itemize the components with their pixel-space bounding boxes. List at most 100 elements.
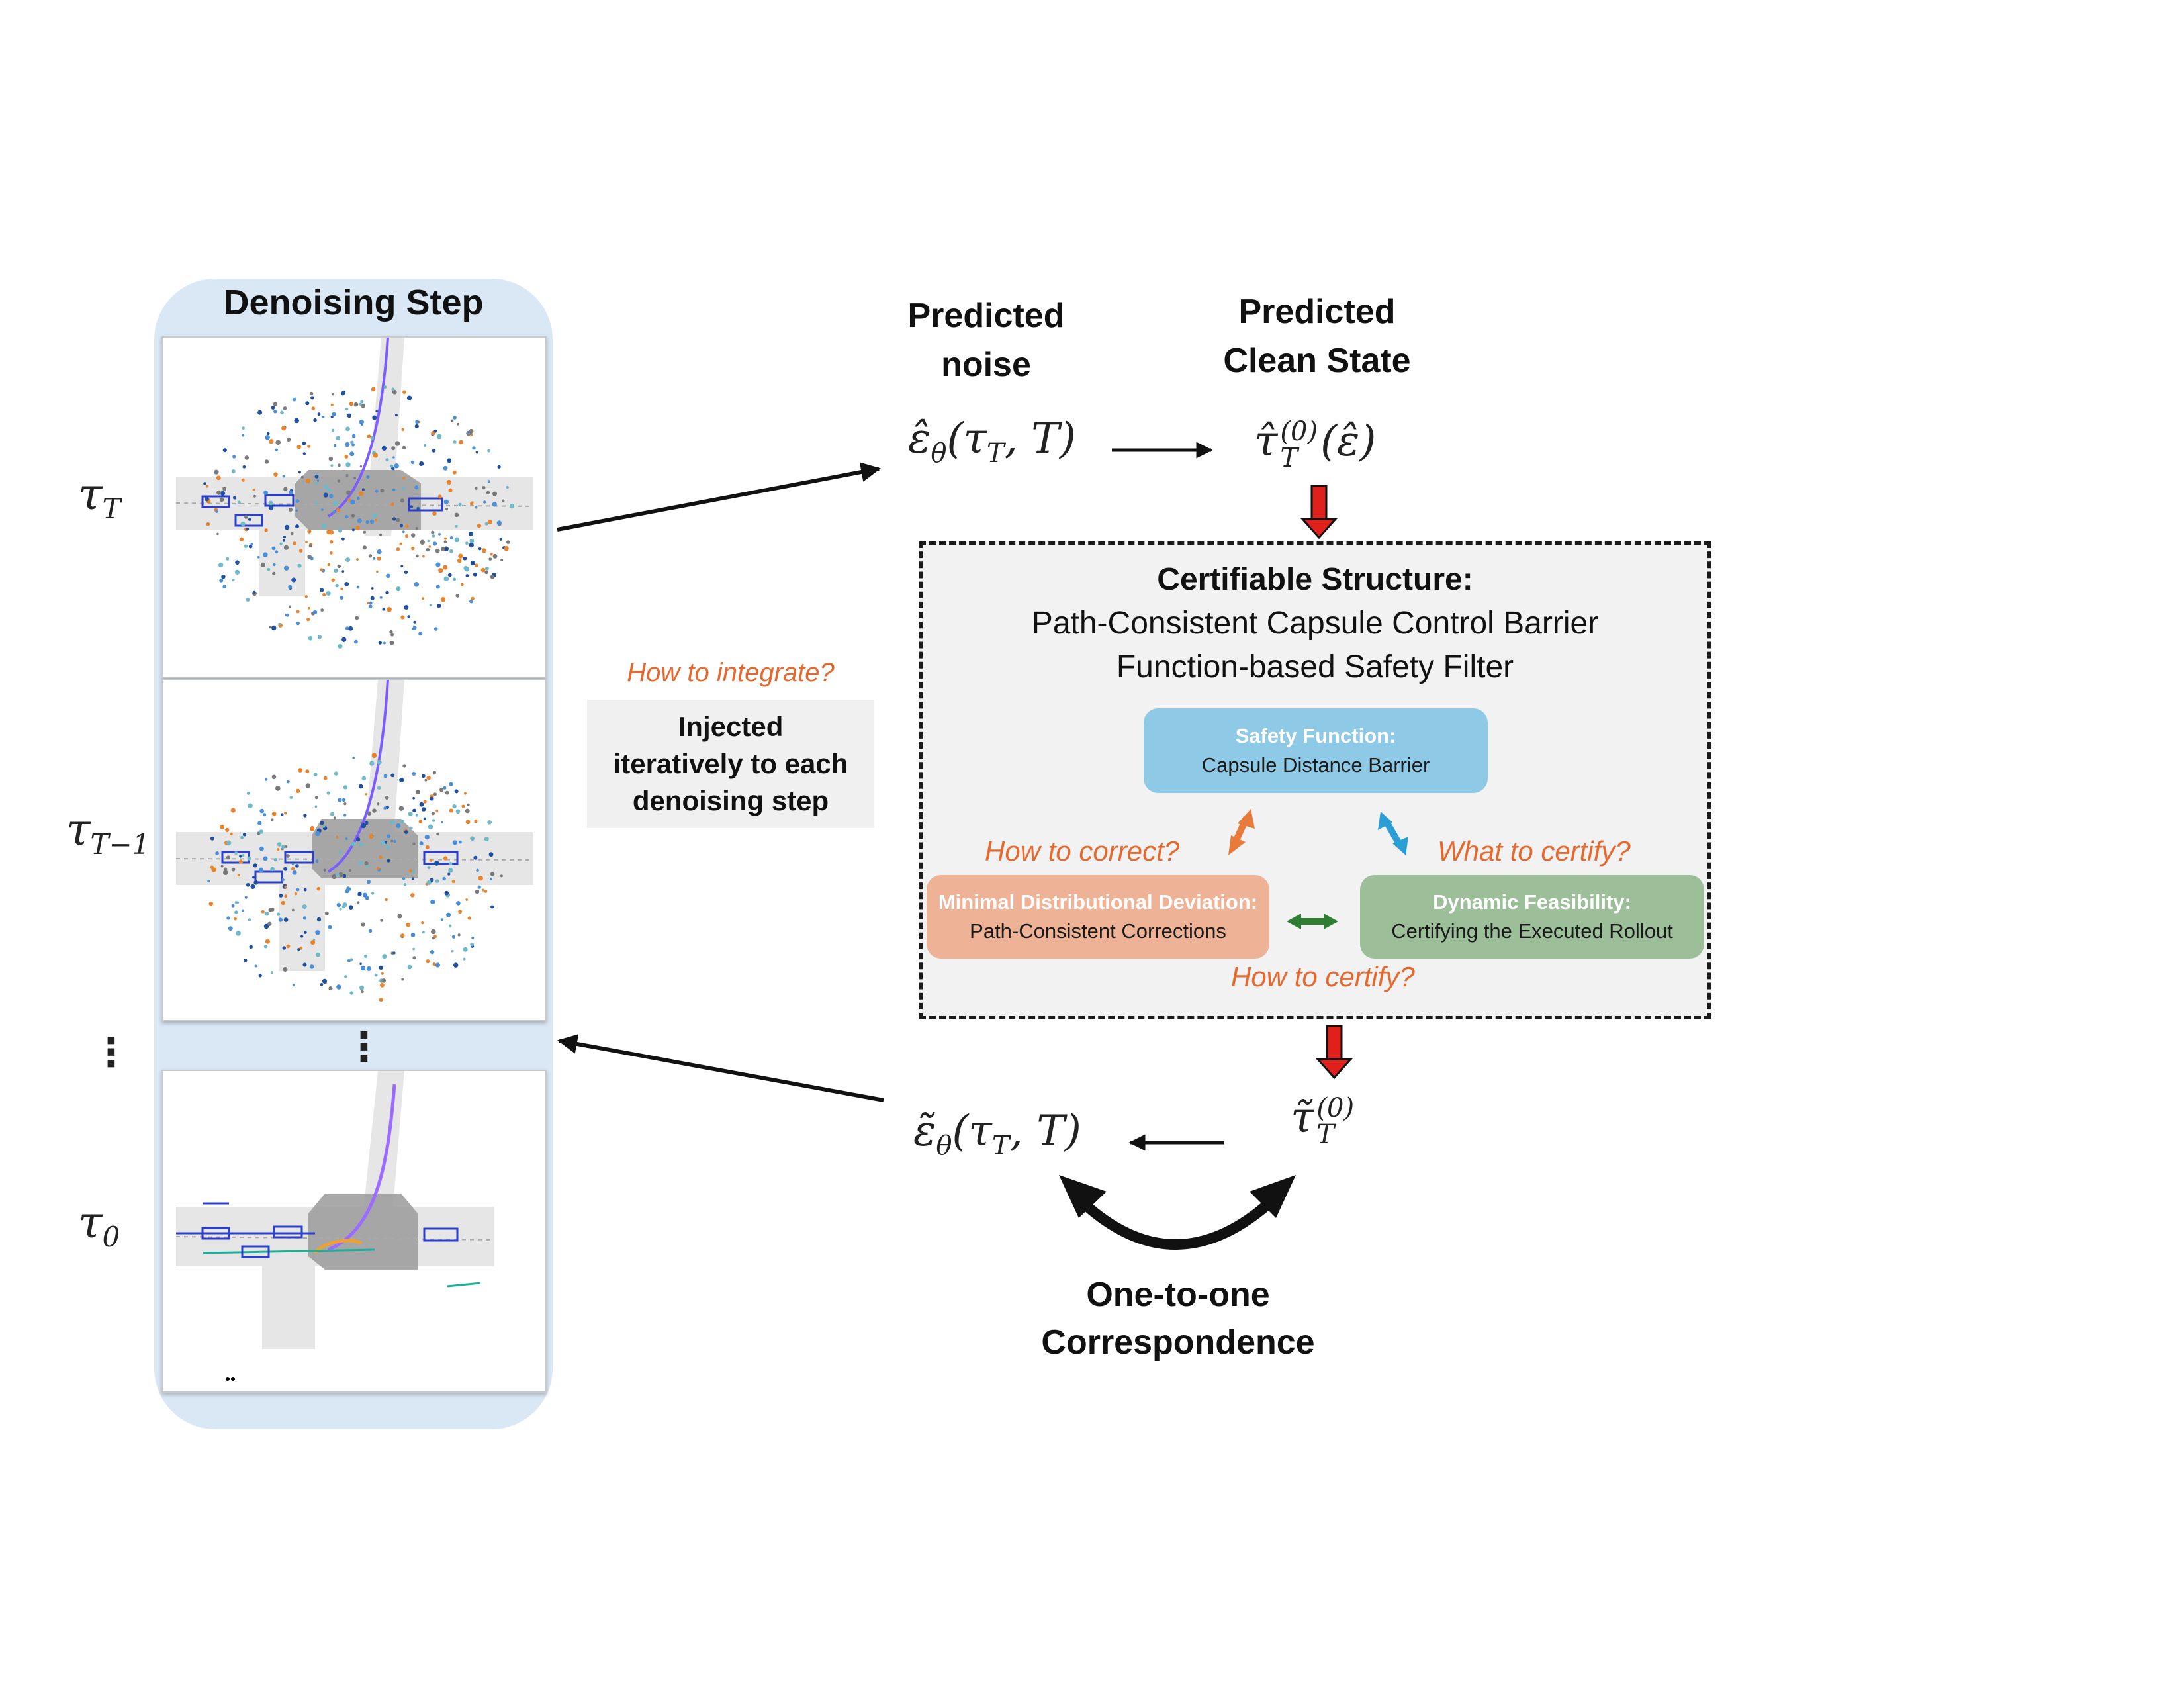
noise-dot xyxy=(206,522,210,526)
noise-dot xyxy=(385,898,388,902)
noise-dot xyxy=(458,910,462,914)
noise-dot xyxy=(253,863,257,868)
noise-dot xyxy=(367,434,371,439)
one-to-one-line1: One-to-one xyxy=(1086,1276,1270,1314)
noise-dot xyxy=(259,808,264,814)
noise-dot xyxy=(222,585,227,589)
noise-dot xyxy=(435,548,440,553)
noise-dot xyxy=(386,573,390,579)
noise-dot xyxy=(338,850,342,855)
noise-dot xyxy=(364,821,369,825)
noise-dot xyxy=(248,544,253,549)
noise-dot xyxy=(383,385,387,389)
noise-dot xyxy=(340,596,344,600)
noise-dot xyxy=(329,494,334,498)
noise-dot xyxy=(437,494,442,499)
noise-dot xyxy=(367,880,371,884)
noise-dot xyxy=(432,449,436,453)
noise-dot xyxy=(282,946,287,950)
noise-dot xyxy=(397,914,402,919)
noise-dot xyxy=(492,502,497,507)
predicted-noise-line1: Predicted xyxy=(907,297,1065,335)
noise-dot xyxy=(379,855,383,859)
noise-dot xyxy=(277,842,282,847)
noise-dot xyxy=(305,478,311,484)
noise-dot xyxy=(465,574,469,577)
noise-dot xyxy=(423,800,427,804)
noise-dot xyxy=(368,929,373,933)
noise-dot xyxy=(454,537,460,543)
noise-dot xyxy=(435,810,439,813)
noise-dot xyxy=(377,802,380,806)
noise-dot xyxy=(333,816,336,820)
noise-dot xyxy=(480,567,486,573)
noise-dot xyxy=(386,845,390,849)
noise-dot xyxy=(412,796,415,800)
noise-dot xyxy=(448,924,452,928)
noise-dot xyxy=(310,940,316,945)
noise-dot xyxy=(407,615,410,618)
noise-dot xyxy=(492,491,497,496)
noise-dot xyxy=(224,867,228,871)
noise-dot xyxy=(473,855,478,860)
injected-line2: iteratively to each xyxy=(613,748,848,779)
noise-dot xyxy=(419,461,424,467)
noise-dot xyxy=(323,776,328,780)
noise-dot xyxy=(444,537,447,540)
noise-dot xyxy=(449,808,453,813)
noise-dot xyxy=(368,554,373,558)
certifiable-title-line2: Path-Consistent Capsule Control Barrier xyxy=(1031,606,1599,641)
noise-dot xyxy=(426,880,432,885)
noise-dot xyxy=(477,524,481,528)
noise-dot xyxy=(413,620,416,624)
noise-dot xyxy=(504,546,509,551)
noise-dot xyxy=(457,558,462,563)
noise-dot xyxy=(295,864,299,868)
noise-dot xyxy=(394,414,398,417)
noise-dot xyxy=(432,819,435,822)
noise-dot xyxy=(376,570,379,573)
noise-dot xyxy=(463,947,468,952)
noise-dot xyxy=(421,774,426,778)
noise-dot xyxy=(246,882,250,887)
noise-dot xyxy=(283,917,289,922)
noise-dot xyxy=(220,491,226,496)
noise-dot xyxy=(361,990,364,994)
noise-dot xyxy=(357,901,360,904)
noise-dot xyxy=(453,440,457,444)
safety-function-title: Safety Function: xyxy=(1235,724,1396,747)
noise-dot xyxy=(369,519,375,524)
noise-dot xyxy=(347,887,351,892)
noise-dot xyxy=(358,784,363,789)
noise-dot xyxy=(219,497,224,502)
noise-dot xyxy=(361,776,367,781)
noise-dot xyxy=(430,878,434,882)
denoising-panel-title: Denoising Step xyxy=(223,283,484,322)
noise-dot xyxy=(313,418,317,422)
noise-dot xyxy=(455,524,458,528)
noise-dot xyxy=(310,826,315,831)
noise-dot xyxy=(433,792,437,796)
noise-dot xyxy=(415,814,418,817)
noise-dot xyxy=(286,854,290,858)
noise-dot xyxy=(234,851,238,855)
noise-dot xyxy=(359,842,364,847)
noise-dot xyxy=(216,475,221,481)
noise-dot xyxy=(379,533,383,536)
noise-dot xyxy=(372,557,375,560)
ellipsis-left: ⋮ xyxy=(91,1030,131,1074)
noise-dot xyxy=(390,633,394,637)
noise-dot xyxy=(259,846,264,851)
noise-dot xyxy=(283,536,286,539)
noise-dot xyxy=(271,406,275,410)
noise-dot xyxy=(282,539,285,542)
noise-dot xyxy=(292,398,296,402)
noise-dot xyxy=(241,478,245,482)
noise-dot xyxy=(371,892,375,895)
noise-dot xyxy=(381,840,386,845)
noise-dot xyxy=(393,839,396,843)
noise-dot xyxy=(296,888,300,892)
noise-dot xyxy=(469,532,473,536)
certifiable-title: Certifiable Structure: Path-Consistent C… xyxy=(919,558,1711,689)
noise-dot xyxy=(308,636,313,641)
